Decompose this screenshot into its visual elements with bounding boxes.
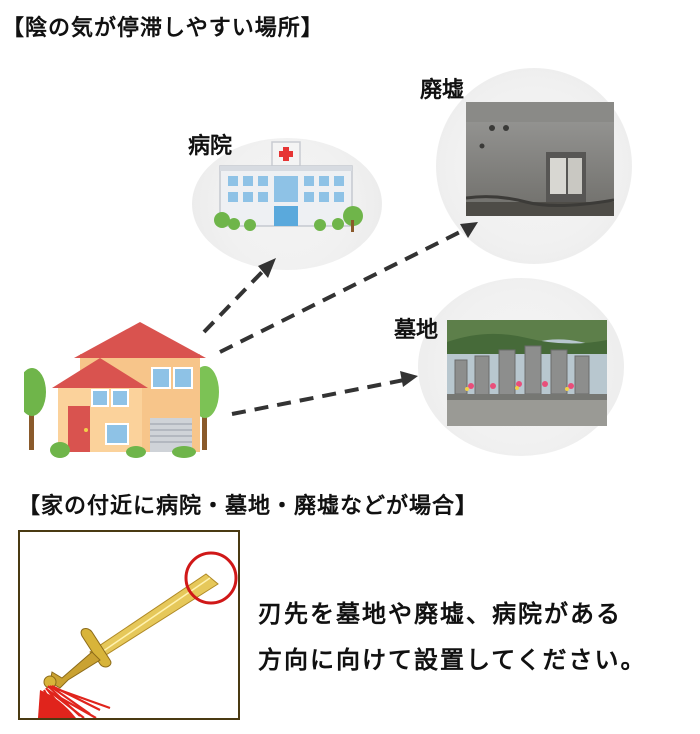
sword-illustration [38,551,238,719]
hospital-illustration [214,141,363,232]
house-illustration [24,322,219,458]
arrow-to-cemetery [231,378,405,416]
instruction-line-1: 刃先を墓地や廃墟、病院がある [258,599,622,628]
ruins-photo [466,102,614,216]
ruins-label: 廃墟 [420,77,465,103]
blade-tip-highlight-ring [184,551,238,605]
instruction-line-2: 方向に向けて設置してください。 [258,645,647,674]
hospital-label: 病院 [188,133,233,159]
bottom-heading: 【家の付近に病院・墓地・廃墟などが場合】 [18,493,479,519]
arrow-to-hospital [202,268,266,334]
sword-frame [18,530,240,720]
top-heading: 【陰の気が停滞しやすい場所】 [2,15,324,41]
cemetery-label: 墓地 [394,317,439,343]
arrow-to-ruins [219,228,465,354]
cemetery-photo [447,320,607,426]
